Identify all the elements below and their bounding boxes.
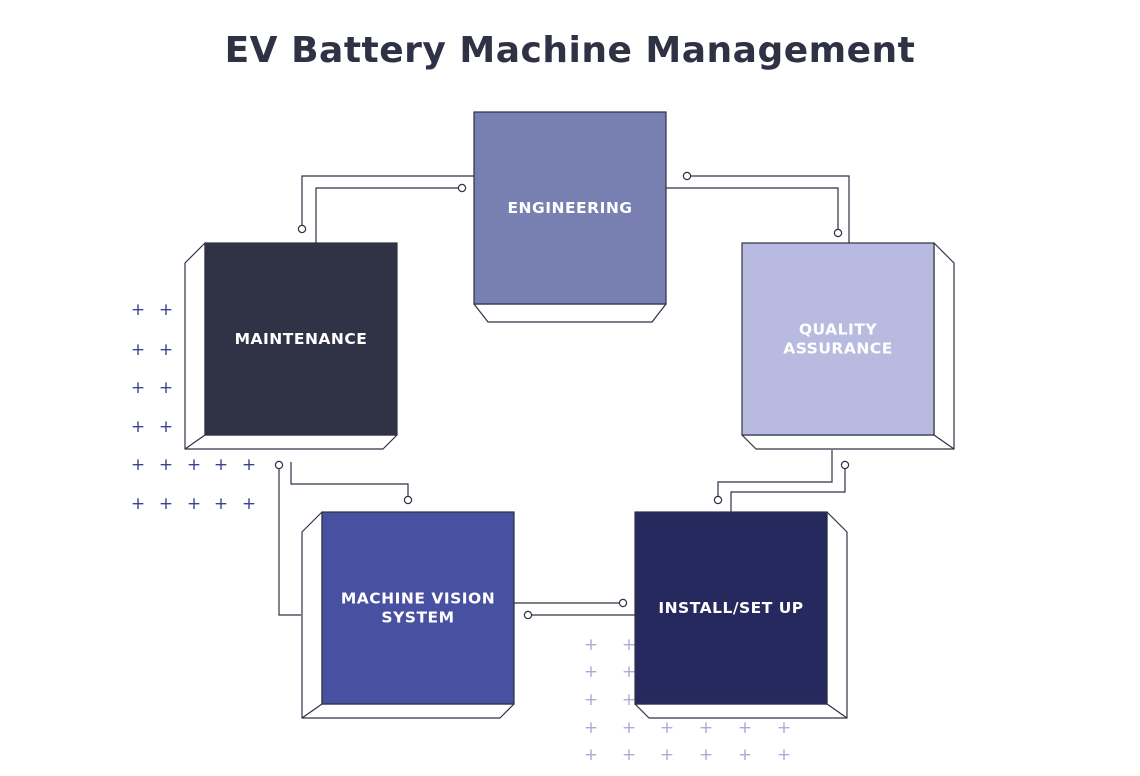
plus-mark: + xyxy=(622,635,636,655)
box-label: INSTALL/SET UP xyxy=(658,599,803,617)
connector-terminal xyxy=(833,228,843,238)
plus-mark: + xyxy=(738,745,752,765)
connector-terminal xyxy=(403,495,413,505)
box-label-line: ENGINEERING xyxy=(507,199,632,217)
box-label-line: QUALITY xyxy=(799,321,877,339)
box-label-line: ASSURANCE xyxy=(783,340,893,358)
plus-mark: + xyxy=(584,662,598,682)
connector-terminal xyxy=(457,183,467,193)
plus-mark: + xyxy=(584,690,598,710)
plus-mark: + xyxy=(622,690,636,710)
plus-mark: + xyxy=(187,494,201,514)
box-label-line: SYSTEM xyxy=(381,609,454,627)
connector-maintenance-to-engineering xyxy=(297,175,474,243)
box-engineering: ENGINEERING xyxy=(473,111,667,323)
plus-mark: + xyxy=(187,455,201,475)
decorative-plus-pattern: + + + + + + + + + + + + + + + + + + + + + + + + + + + + + + + + + + + + xyxy=(131,300,791,765)
plus-mark: + xyxy=(214,494,228,514)
plus-mark: + xyxy=(159,300,173,320)
connector-line xyxy=(278,468,301,616)
connector-terminal xyxy=(840,460,850,470)
connector-terminal xyxy=(297,224,307,234)
plus-mark: + xyxy=(131,340,145,360)
plus-mark: + xyxy=(214,455,228,475)
plus-mark: + xyxy=(159,378,173,398)
connector-line xyxy=(315,187,459,243)
plus-mark: + xyxy=(584,635,598,655)
box-maintenance: MAINTENANCE xyxy=(184,242,398,450)
connector-lines xyxy=(274,171,850,620)
plus-mark: + xyxy=(777,745,791,765)
connector-line xyxy=(717,450,833,497)
plus-mark: + xyxy=(159,417,173,437)
box-face xyxy=(321,511,515,705)
box-bevel xyxy=(473,303,667,323)
connector-line xyxy=(666,187,839,230)
plus-mark: + xyxy=(622,718,636,738)
connector-line xyxy=(730,468,846,512)
connector-quality-assurance-to-install-set-up xyxy=(713,450,850,512)
plus-mark: + xyxy=(777,718,791,738)
box-face xyxy=(634,511,828,705)
connector-line xyxy=(290,462,409,497)
plus-mark: + xyxy=(159,455,173,475)
connector-install-set-up-to-machine-vision-system xyxy=(514,598,635,620)
box-face xyxy=(473,111,667,305)
plus-mark: + xyxy=(622,745,636,765)
plus-mark: + xyxy=(131,494,145,514)
connector-machine-vision-system-to-maintenance xyxy=(274,460,413,616)
plus-mark: + xyxy=(131,378,145,398)
bevel-edge xyxy=(826,703,848,719)
page-title: EV Battery Machine Management xyxy=(224,30,916,71)
bevel-edge xyxy=(184,434,206,450)
plus-mark: + xyxy=(584,718,598,738)
box-label: MAINTENANCE xyxy=(235,330,368,348)
bevel-edge xyxy=(933,434,955,450)
connector-line xyxy=(690,175,850,243)
plus-mark: + xyxy=(738,718,752,738)
connector-terminal xyxy=(713,495,723,505)
connector-terminal xyxy=(618,598,628,608)
plus-mark: + xyxy=(159,494,173,514)
connector-engineering-to-quality-assurance xyxy=(666,171,850,243)
box-label-line: MAINTENANCE xyxy=(235,330,368,348)
connector-terminal xyxy=(682,171,692,181)
box-label-line: INSTALL/SET UP xyxy=(658,599,803,617)
connector-terminal xyxy=(274,460,284,470)
plus-mark: + xyxy=(660,745,674,765)
box-label: ENGINEERING xyxy=(507,199,632,217)
box-install-set-up: INSTALL/SET UP xyxy=(634,511,848,719)
box-face xyxy=(204,242,398,436)
box-label-line: MACHINE VISION xyxy=(341,590,495,608)
plus-mark: + xyxy=(159,340,173,360)
plus-mark: + xyxy=(699,745,713,765)
box-face xyxy=(741,242,935,436)
plus-mark: + xyxy=(699,718,713,738)
plus-mark: + xyxy=(131,455,145,475)
plus-mark: + xyxy=(242,455,256,475)
connector-line xyxy=(301,175,474,226)
plus-mark: + xyxy=(131,300,145,320)
plus-mark: + xyxy=(131,417,145,437)
connector-terminal xyxy=(523,610,533,620)
bevel-edge xyxy=(301,703,323,719)
plus-mark: + xyxy=(242,494,256,514)
plus-mark: + xyxy=(584,745,598,765)
plus-mark: + xyxy=(622,662,636,682)
plus-mark: + xyxy=(660,718,674,738)
